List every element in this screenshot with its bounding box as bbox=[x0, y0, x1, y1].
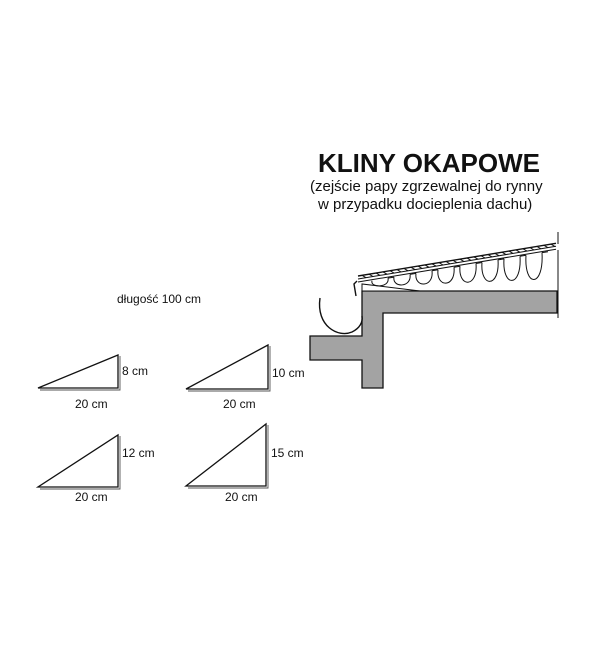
wedge-12cm-height-label: 12 cm bbox=[122, 446, 155, 460]
diagram-subtitle-line-1: (zejście papy zgrzewalnej do rynny bbox=[310, 178, 543, 195]
wedge-15cm-triangle bbox=[184, 422, 267, 487]
wedge-10cm-edge bbox=[188, 346, 271, 392]
roof-membrane-top bbox=[357, 242, 557, 277]
wedge-8cm-edge bbox=[40, 356, 121, 391]
wedge-8cm-width-label: 20 cm bbox=[75, 397, 108, 411]
wedge-15cm-width-label: 20 cm bbox=[225, 490, 258, 504]
wedge-15cm: 15 cm 20 cm bbox=[184, 422, 304, 504]
wedge-8cm: 8 cm 20 cm bbox=[37, 354, 148, 411]
gutter bbox=[318, 297, 363, 335]
wedge-10cm-triangle bbox=[185, 343, 269, 390]
wedge-12cm: 12 cm 20 cm bbox=[35, 433, 155, 504]
diagram-subtitle-line-2: w przypadku docieplenia dachu) bbox=[317, 196, 532, 213]
wedge-15cm-height-label: 15 cm bbox=[271, 446, 304, 460]
wedge-12cm-triangle bbox=[35, 433, 119, 488]
wedge-8cm-triangle bbox=[37, 354, 119, 389]
wedge-12cm-edge bbox=[40, 436, 121, 490]
wedge-length-label: długość 100 cm bbox=[117, 292, 201, 306]
eave-wedge-in-section bbox=[361, 283, 421, 292]
diagram-title: KLINY OKAPOWE bbox=[318, 148, 540, 178]
roof-membrane-hatch bbox=[361, 243, 556, 279]
eave-cross-section bbox=[309, 232, 559, 389]
wedge-10cm: 10 cm 20 cm bbox=[185, 343, 305, 411]
insulation-wave-pattern bbox=[371, 251, 549, 287]
drip-edge bbox=[353, 280, 358, 297]
wedge-8cm-height-label: 8 cm bbox=[122, 364, 148, 378]
wedge-12cm-width-label: 20 cm bbox=[75, 490, 108, 504]
wedge-10cm-height-label: 10 cm bbox=[272, 366, 305, 380]
concrete-slab bbox=[309, 290, 558, 389]
wedge-15cm-edge bbox=[188, 425, 269, 489]
roof-membrane-bottom bbox=[357, 248, 557, 283]
wedge-10cm-width-label: 20 cm bbox=[223, 397, 256, 411]
